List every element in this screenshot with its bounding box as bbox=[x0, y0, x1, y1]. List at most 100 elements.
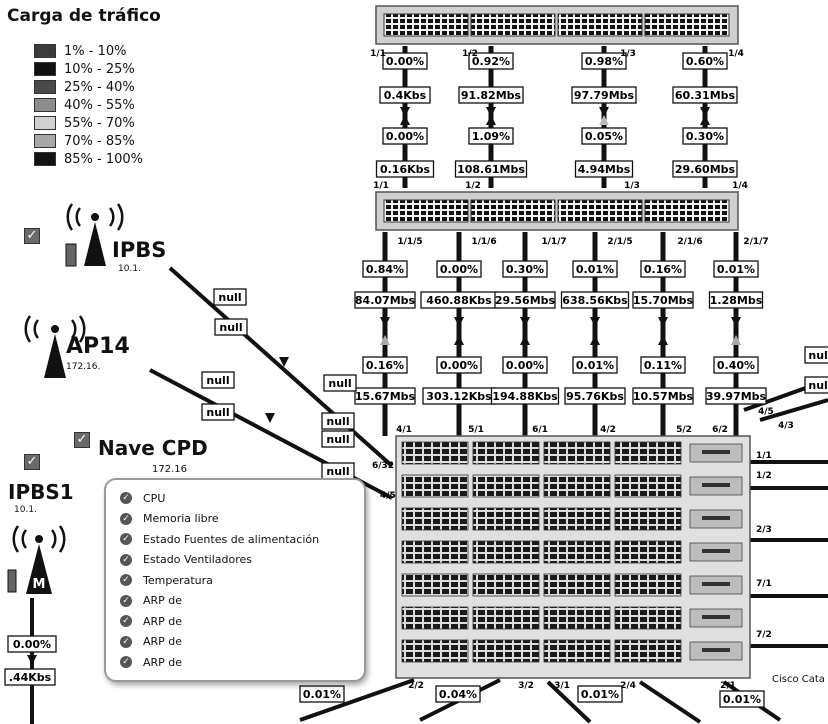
port-label: 1/1/6 bbox=[471, 237, 496, 247]
mid-rate-a: 460.88Kbs bbox=[426, 294, 492, 307]
panel-metric-label: CPU bbox=[143, 491, 166, 505]
top-util-b-box bbox=[382, 127, 428, 145]
core-port-block bbox=[543, 606, 611, 630]
mid-rate-b: 39.97Mbs bbox=[706, 390, 767, 403]
mid-util-b: 0.00% bbox=[506, 359, 544, 372]
mid-util-a: 0.84% bbox=[366, 263, 404, 276]
port-label: 1/2 bbox=[465, 181, 481, 191]
switch-port-module bbox=[470, 13, 556, 37]
panel-metric-label: Temperatura bbox=[143, 573, 213, 587]
link-arrow-icon bbox=[731, 335, 741, 345]
legend-item: 25% - 40% bbox=[34, 78, 135, 96]
link-arrow-icon bbox=[279, 357, 289, 367]
legend-swatch bbox=[34, 134, 56, 148]
bottom-util-label: 0.01% bbox=[723, 693, 761, 706]
core-uplink-slot bbox=[702, 648, 730, 652]
core-port-block bbox=[614, 540, 682, 564]
panel-metric-row[interactable]: ✓ARP de bbox=[120, 593, 182, 609]
bottom-util-label: 0.01% bbox=[581, 688, 619, 701]
port-label: 4/2 bbox=[600, 425, 616, 435]
mid-rate-b-box bbox=[705, 387, 767, 405]
port-label: 6/1 bbox=[532, 425, 548, 435]
port-label: 1/2 bbox=[756, 471, 772, 481]
core-port-block bbox=[472, 639, 540, 663]
null-label-box bbox=[323, 374, 357, 392]
null-label-box bbox=[213, 288, 247, 306]
top-rate-a: 0.4Kbs bbox=[384, 89, 427, 102]
top-rate-b-box bbox=[672, 160, 738, 178]
legend-label: 85% - 100% bbox=[64, 151, 144, 167]
switch-port-module bbox=[557, 199, 643, 223]
null-label: null bbox=[219, 321, 242, 334]
top-rate-b-box bbox=[375, 160, 435, 178]
core-port-block bbox=[401, 639, 469, 663]
link-arrow-icon bbox=[486, 115, 496, 125]
mid-util-a-box bbox=[713, 260, 759, 278]
panel-metric-row[interactable]: ✓ARP de bbox=[120, 613, 182, 629]
panel-metric-row[interactable]: ✓Memoria libre bbox=[120, 511, 219, 527]
port-label: 4/3 bbox=[778, 421, 794, 431]
mid-rate-a-box bbox=[708, 291, 764, 309]
ipbs1-checkbox[interactable]: ✓ bbox=[24, 454, 40, 470]
mid-util-b-box bbox=[640, 356, 686, 374]
port-label: 4/1 bbox=[396, 425, 412, 435]
link-arrow-icon bbox=[658, 317, 668, 327]
legend-item: 55% - 70% bbox=[34, 114, 135, 132]
panel-metric-row[interactable]: ✓ARP de bbox=[120, 634, 182, 650]
panel-metric-row[interactable]: ✓Estado Fuentes de alimentación bbox=[120, 531, 319, 547]
mid-util-b: 0.16% bbox=[366, 359, 404, 372]
top-rate-b-box bbox=[454, 160, 528, 178]
mid-rate-a: 638.56Kbs bbox=[562, 294, 628, 307]
core-uplink-slot bbox=[702, 483, 730, 487]
core-port-block bbox=[401, 540, 469, 564]
core-port-block bbox=[472, 441, 540, 465]
bottom-util-label: 0.01% bbox=[303, 688, 341, 701]
status-panel: ✓CPU✓Memoria libre✓Estado Fuentes de ali… bbox=[104, 478, 366, 682]
top-rate-b-box bbox=[574, 160, 634, 178]
null-label: null bbox=[326, 465, 349, 478]
ipbs-checkbox[interactable]: ✓ bbox=[24, 228, 40, 244]
nave-cpd-name: Nave CPD bbox=[98, 436, 208, 460]
link-arrow-icon bbox=[520, 317, 530, 327]
panel-metric-row[interactable]: ✓Temperatura bbox=[120, 572, 213, 588]
switch-port-module bbox=[644, 199, 730, 223]
ap14-ip: 172.16. bbox=[66, 362, 101, 372]
switch-port-module bbox=[644, 13, 730, 37]
link-arrow-icon bbox=[400, 107, 410, 117]
legend-swatch bbox=[34, 80, 56, 94]
link-arrow-icon bbox=[700, 115, 710, 125]
mid-rate-b: 194.88Kbs bbox=[492, 390, 558, 403]
top-util-b: 0.00% bbox=[386, 130, 424, 143]
mid-util-a-box bbox=[436, 260, 482, 278]
top-rate-b: 29.60Mbs bbox=[675, 163, 736, 176]
mid-util-a-box bbox=[362, 260, 408, 278]
top-rate-b: 0.16Kbs bbox=[380, 163, 431, 176]
null-label: null bbox=[206, 406, 229, 419]
legend-swatch bbox=[34, 62, 56, 76]
top-util-b-box bbox=[682, 127, 728, 145]
top-util-a: 0.92% bbox=[472, 55, 510, 68]
check-circle-icon: ✓ bbox=[120, 512, 132, 525]
port-label: 1/2 bbox=[462, 49, 478, 59]
panel-metric-row[interactable]: ✓CPU bbox=[120, 490, 165, 506]
nave-cpd-ip: 172.16 bbox=[152, 464, 187, 475]
legend-label: 40% - 55% bbox=[64, 97, 135, 113]
mid-rate-a: 1.28Mbs bbox=[710, 294, 763, 307]
null-label-box bbox=[201, 371, 235, 389]
link-arrow-icon bbox=[658, 335, 668, 345]
link-line bbox=[638, 680, 702, 724]
link-arrow-icon bbox=[27, 655, 37, 665]
panel-metric-row[interactable]: ✓ARP de bbox=[120, 654, 182, 670]
link-arrow-icon bbox=[599, 115, 609, 125]
top-util-a: 0.00% bbox=[386, 55, 424, 68]
nave-cpd-checkbox[interactable]: ✓ bbox=[74, 432, 90, 448]
port-label: 2/1 bbox=[720, 681, 736, 691]
bottom-util-label-box bbox=[719, 690, 765, 708]
link-arrow-icon bbox=[486, 107, 496, 117]
mid-rate-b: 10.57Mbs bbox=[633, 390, 694, 403]
mid-rate-a: 29.56Mbs bbox=[495, 294, 556, 307]
panel-metric-row[interactable]: ✓Estado Ventiladores bbox=[120, 552, 252, 568]
port-label: 3/2 bbox=[518, 681, 534, 691]
core-uplink-slot bbox=[702, 615, 730, 619]
mid-util-a-box bbox=[502, 260, 548, 278]
